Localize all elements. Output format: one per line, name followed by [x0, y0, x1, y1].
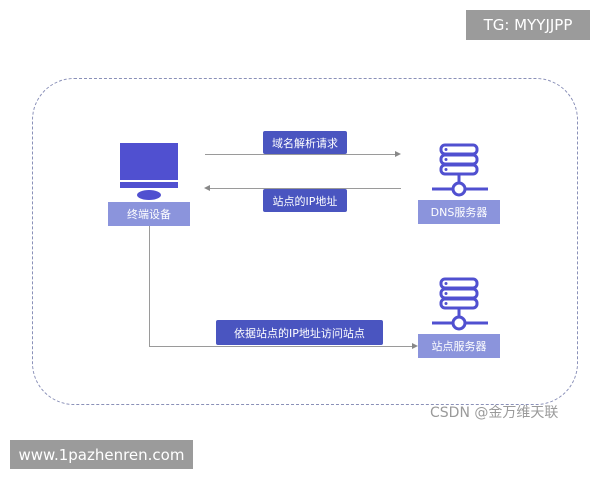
- arrowhead: [395, 151, 401, 157]
- site-server-label: 站点服务器: [418, 334, 500, 358]
- watermark-top: TG: MYYJJPP: [466, 10, 590, 40]
- visit-path-horizontal: [149, 346, 414, 347]
- site-server-icon: [432, 277, 488, 331]
- network-boundary: [32, 78, 578, 405]
- csdn-watermark: CSDN @金万维天联: [430, 405, 559, 421]
- visit-label: 依据站点的IP地址访问站点: [216, 320, 383, 345]
- request-arrow: [205, 154, 397, 155]
- dns-server-icon: [432, 143, 488, 197]
- visit-path-vertical: [149, 226, 150, 347]
- watermark-bottom: www.1pazhenren.com: [10, 440, 193, 469]
- computer-icon: [120, 143, 178, 200]
- response-arrow: [209, 188, 401, 189]
- request-label: 域名解析请求: [263, 131, 347, 154]
- response-label: 站点的IP地址: [263, 189, 347, 212]
- arrowhead: [204, 185, 210, 191]
- terminal-label: 终端设备: [108, 202, 190, 226]
- dns-server-label: DNS服务器: [418, 200, 500, 224]
- arrowhead: [412, 343, 418, 349]
